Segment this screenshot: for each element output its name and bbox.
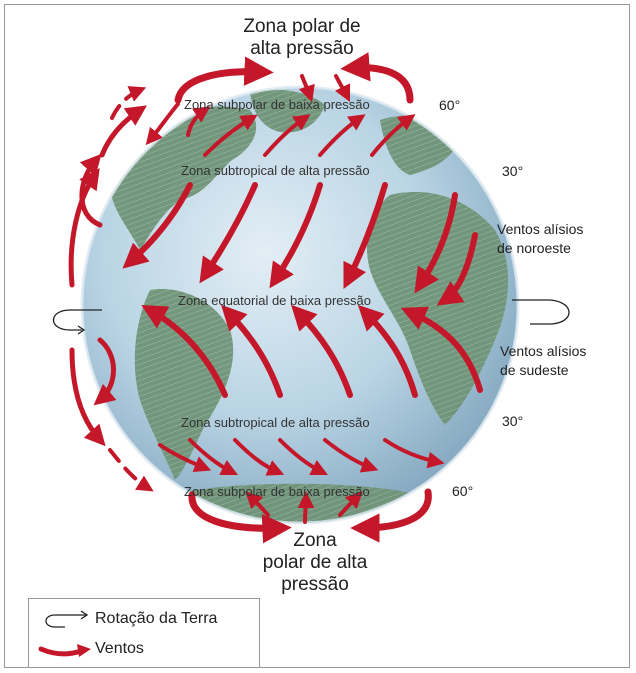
wind-arrow bbox=[141, 304, 228, 398]
south-america-landmass bbox=[134, 289, 234, 480]
wind-arrow bbox=[414, 192, 458, 294]
legend-winds-label: Ventos bbox=[95, 640, 144, 657]
wind-arrow bbox=[110, 86, 147, 120]
wind-arrow bbox=[93, 337, 117, 406]
wind-arrow bbox=[68, 168, 100, 288]
deg-60-south-label: 60° bbox=[452, 483, 474, 499]
northeast-trades-label: Ventos alísios de noroeste bbox=[497, 220, 583, 258]
southeast-trades-label: Ventos alísios de sudeste bbox=[500, 342, 586, 380]
wind-arrow bbox=[278, 438, 329, 476]
wind-arrow bbox=[297, 491, 315, 524]
north-polar-high-line1: Zona polar de bbox=[243, 16, 361, 37]
north-subpolar-low-label: Zona subpolar de baixa pressão bbox=[184, 97, 370, 112]
deg-60-north-label: 60° bbox=[439, 97, 461, 113]
wind-arrow bbox=[343, 182, 388, 290]
wind-arrow bbox=[436, 232, 478, 306]
wind-arrow bbox=[188, 491, 292, 544]
wind-arrow bbox=[357, 304, 418, 398]
south-subpolar-low-label: Zona subpolar de baixa pressão bbox=[184, 484, 370, 499]
wind-arrow bbox=[186, 106, 211, 137]
northeast-trades-line2: de noroeste bbox=[497, 240, 571, 256]
deg-30-north-label: 30° bbox=[502, 163, 524, 179]
wind-arrow bbox=[334, 74, 351, 103]
wind-arrow bbox=[318, 114, 366, 157]
equatorial-low-label: Zona equatorial de baixa pressão bbox=[178, 293, 371, 308]
north-subtropical-high-label: Zona subtropical de alta pressão bbox=[181, 163, 370, 178]
wind-arrow bbox=[338, 491, 363, 517]
southeast-trades-line2: de sudeste bbox=[500, 362, 569, 378]
wind-arrow bbox=[400, 306, 483, 393]
rotation-legend-icon bbox=[45, 610, 89, 628]
southeast-trades-line1: Ventos alísios bbox=[500, 343, 587, 359]
legend-item-rotation: Rotação da Terra bbox=[29, 605, 259, 635]
wind-arrow bbox=[233, 438, 285, 476]
wind-arrow bbox=[221, 304, 283, 398]
wind-arrow bbox=[291, 304, 353, 398]
wind-arrow bbox=[269, 182, 323, 289]
south-polar-high-line2: polar de alta bbox=[262, 552, 368, 573]
wind-arrow bbox=[370, 114, 416, 157]
wind-arrow bbox=[99, 105, 147, 158]
rotation-indicators bbox=[52, 299, 570, 335]
northeast-trades-line1: Ventos alísios bbox=[497, 221, 584, 237]
wind-arrow bbox=[350, 488, 432, 543]
wind-arrow bbox=[323, 438, 379, 473]
legend: Rotação da Terra Ventos bbox=[28, 598, 260, 668]
wind-arrow bbox=[188, 438, 239, 476]
wind-arrows bbox=[68, 52, 483, 544]
rotation-arrow-left bbox=[52, 309, 102, 331]
wind-arrow bbox=[245, 491, 270, 517]
wind-arrow bbox=[340, 52, 414, 104]
figure-frame bbox=[4, 4, 630, 668]
wind-arrow bbox=[69, 347, 106, 447]
south-polar-high-line1: Zona bbox=[293, 530, 337, 551]
deg-30-south-label: 30° bbox=[502, 413, 524, 429]
south-subtropical-high-label: Zona subtropical de alta pressão bbox=[181, 415, 370, 430]
wind-arrow bbox=[263, 114, 311, 157]
wind-legend-icon bbox=[38, 644, 91, 657]
wind-arrow bbox=[298, 74, 315, 103]
wind-arrow bbox=[199, 182, 258, 284]
wind-arrow bbox=[203, 114, 258, 157]
south-polar-high-label: Zona polar de alta pressão bbox=[250, 530, 380, 596]
wind-arrow bbox=[145, 102, 180, 146]
wind-arrow bbox=[122, 182, 193, 269]
legend-item-winds: Ventos bbox=[29, 635, 259, 665]
north-polar-high-label: Zona polar de alta pressão bbox=[232, 16, 372, 60]
wind-arrow bbox=[383, 438, 445, 469]
wind-arrow bbox=[158, 443, 212, 473]
rotation-arrow-left-head bbox=[77, 325, 86, 335]
south-polar-high-line3: pressão bbox=[281, 574, 349, 595]
wind-arrow bbox=[174, 56, 274, 104]
rotation-arrow-right bbox=[512, 299, 570, 325]
wind-arrow bbox=[108, 448, 154, 492]
north-polar-high-line2: alta pressão bbox=[250, 38, 354, 59]
legend-rotation-label: Rotação da Terra bbox=[95, 610, 218, 627]
